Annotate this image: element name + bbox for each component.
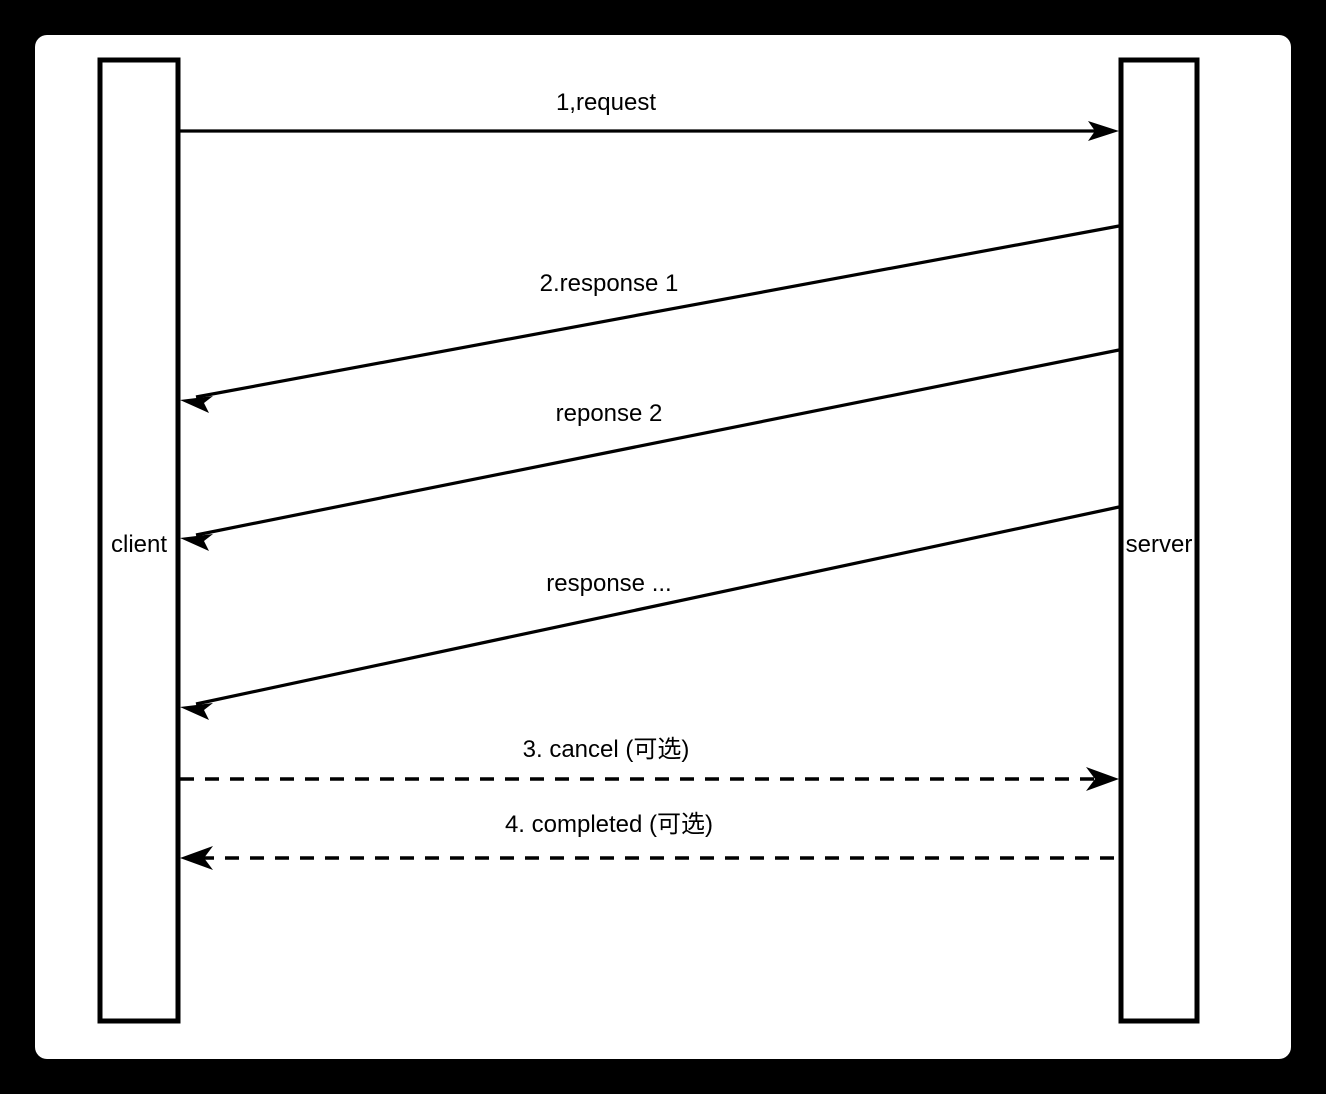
message-2-response-1[interactable]: 2.response 1 <box>180 224 1120 413</box>
lifeline-box-server[interactable] <box>1118 57 1200 1024</box>
lifeline-box-client[interactable] <box>97 57 181 1024</box>
participant-label-client: client <box>111 531 167 558</box>
message-5-label: 3. cancel (可选) <box>523 736 690 763</box>
message-2-line <box>195 224 1120 399</box>
message-4-line <box>195 505 1120 706</box>
message-1-label: 1,request <box>556 89 656 116</box>
message-3-label: reponse 2 <box>556 400 663 427</box>
message-5-cancel[interactable]: 3. cancel (可选) <box>180 736 1119 791</box>
participant-label-server: server <box>1126 531 1193 558</box>
message-2-label: 2.response 1 <box>540 270 679 297</box>
message-2-arrowhead <box>180 396 213 413</box>
message-1-arrowhead <box>1088 121 1119 141</box>
message-5-arrowhead <box>1086 767 1119 791</box>
diagram-canvas <box>35 35 1291 1059</box>
message-6-label: 4. completed (可选) <box>505 811 713 838</box>
message-3-reponse-2[interactable]: reponse 2 <box>180 348 1120 551</box>
message-4-label: response ... <box>546 570 671 597</box>
message-3-line <box>195 348 1120 537</box>
message-6-arrowhead <box>180 846 213 870</box>
message-1-request[interactable]: 1,request <box>180 89 1119 141</box>
message-3-arrowhead <box>180 534 213 551</box>
message-6-completed[interactable]: 4. completed (可选) <box>180 811 1119 870</box>
message-4-response-more[interactable]: response ... <box>180 505 1120 720</box>
message-4-arrowhead <box>180 703 213 720</box>
